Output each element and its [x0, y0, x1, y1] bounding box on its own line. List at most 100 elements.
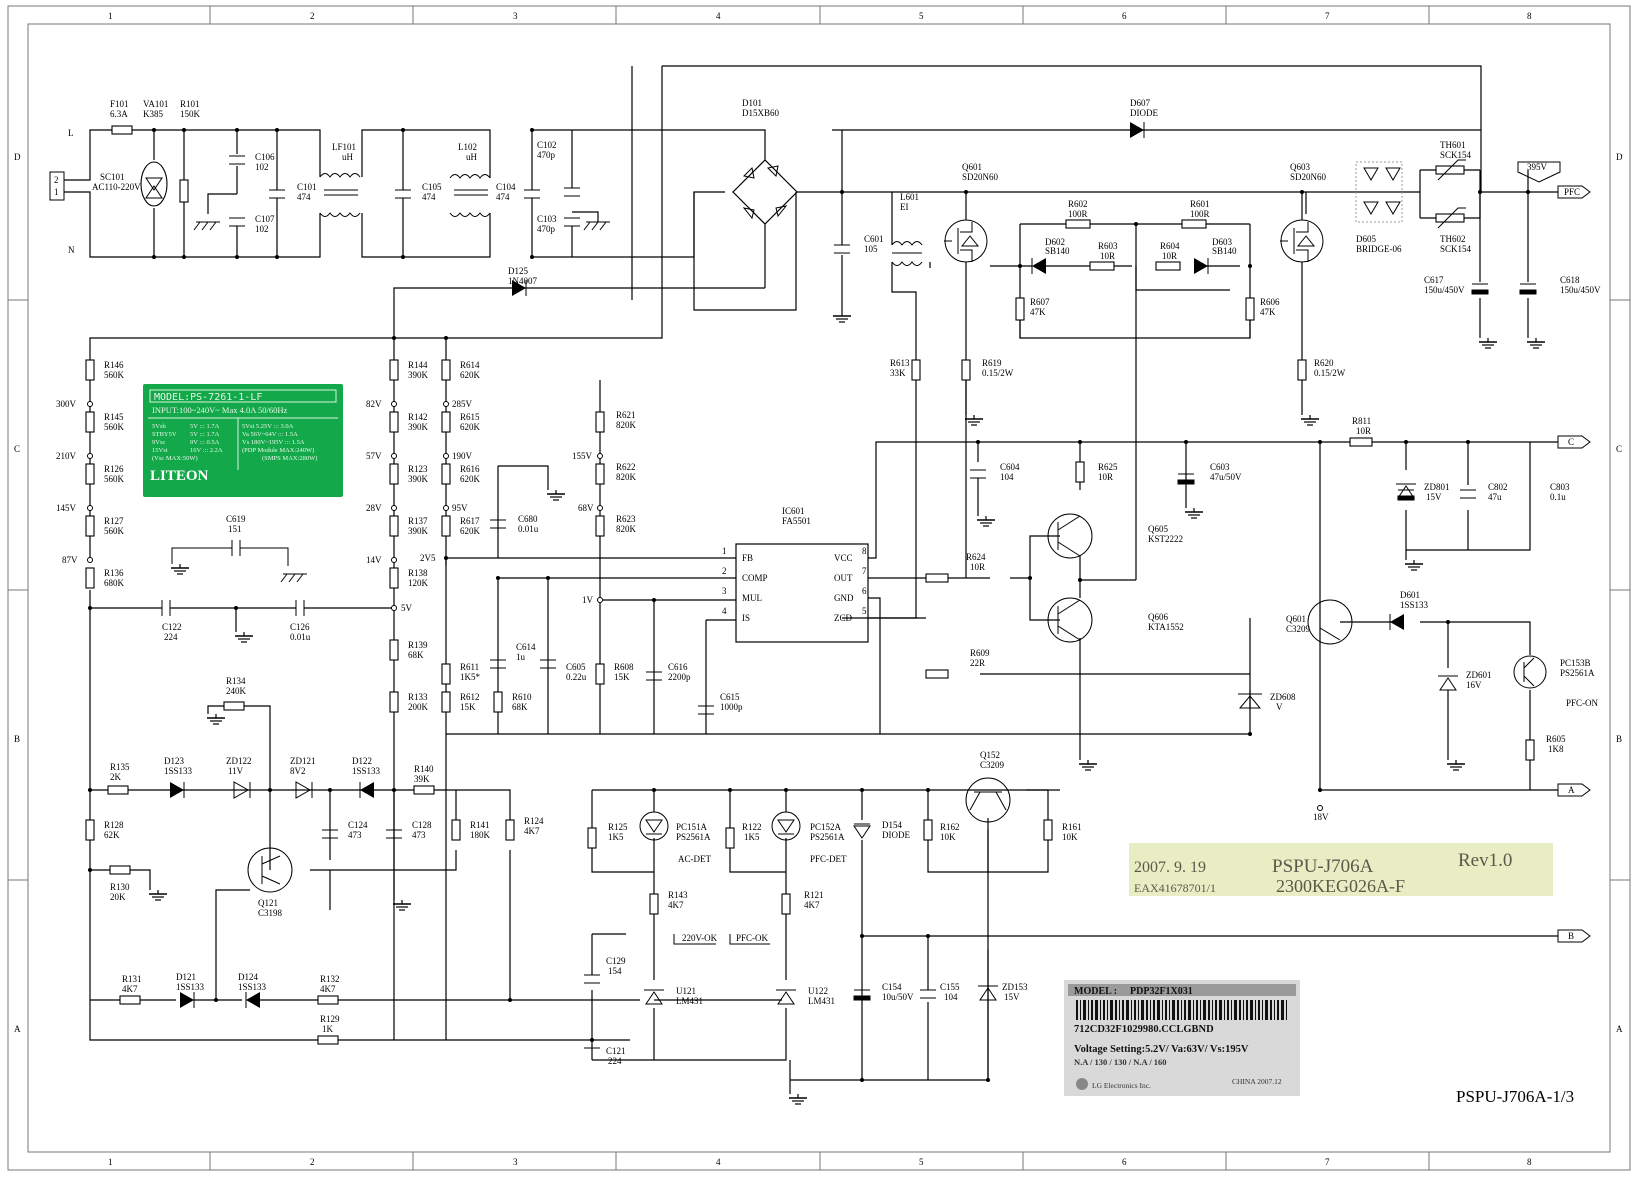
diode-d601 — [1389, 614, 1404, 630]
ref-r135: R135 — [110, 762, 130, 772]
ref-r124: R124 — [524, 816, 544, 826]
val-c803: 0.1u — [1550, 492, 1566, 502]
ref-ic601: IC601 — [782, 506, 805, 516]
resistor-r602 — [1065, 219, 1091, 229]
label-line: L — [68, 128, 74, 138]
liteon-left-row: 15Vst — [152, 447, 168, 454]
liteon-left-val: 5V ::: 1.7A — [190, 431, 220, 438]
val-d605: BRIDGE-06 — [1356, 244, 1402, 254]
val-r140: 39K — [414, 774, 430, 784]
ref-r132: R132 — [320, 974, 340, 984]
voltage-395v: 395V — [1527, 162, 1548, 172]
val-r133: 200K — [408, 702, 429, 712]
optocoupler-pc152a — [771, 811, 801, 841]
ref-r622: R622 — [616, 462, 636, 472]
resistor-r601 — [1181, 219, 1207, 229]
ref-zd601: ZD601 — [1466, 670, 1492, 680]
input-connector — [49, 171, 65, 201]
mosfet-q601 — [944, 219, 988, 263]
ref-r623: R623 — [616, 514, 636, 524]
transistor-q605 — [1047, 513, 1093, 559]
ref-zd122: ZD122 — [226, 756, 252, 766]
ref-l102: L102 — [458, 142, 477, 152]
ref-d603: D603 — [1212, 237, 1232, 247]
val-r608: 15K — [614, 672, 630, 682]
date-tag-date: 2007. 9. 19 — [1134, 859, 1206, 876]
val-r623: 820K — [616, 524, 637, 534]
ref-r144: R144 — [408, 360, 428, 370]
val-r131: 4K7 — [122, 984, 138, 994]
diode-d602 — [1031, 258, 1046, 274]
inductor-l601 — [891, 241, 923, 266]
val-c104: 474 — [496, 192, 510, 202]
ref-c601: C601 — [864, 234, 884, 244]
ref-zd153: ZD153 — [1002, 982, 1028, 992]
ref-sc101: SC101 — [100, 172, 125, 182]
val-r142: 390K — [408, 422, 429, 432]
val-r138: 120K — [408, 578, 429, 588]
val-c105: 474 — [422, 192, 436, 202]
val-r139: 68K — [408, 650, 424, 660]
ref-d123: D123 — [164, 756, 184, 766]
val-r122: 1K5 — [744, 832, 760, 842]
val-r143: 4K7 — [668, 900, 684, 910]
val-r135: 2K — [110, 772, 122, 782]
val-r144: 390K — [408, 370, 429, 380]
val-c802: 47u — [1488, 492, 1502, 502]
ref-q601-lower: Q601 — [1286, 614, 1306, 624]
col-label-top: 5 — [919, 11, 924, 21]
ref-c803: C803 — [1550, 482, 1570, 492]
val-c604: 104 — [1000, 472, 1014, 482]
liteon-brand: LITEON — [150, 468, 209, 484]
val-th601: SCK154 — [1440, 150, 1472, 160]
ref-r133: R133 — [408, 692, 428, 702]
ref-r127: R127 — [104, 516, 124, 526]
voltage-300v: 300V — [56, 399, 77, 409]
ref-c619: C619 — [226, 514, 246, 524]
val-r101: 150K — [180, 109, 201, 119]
col-label-bottom: 3 — [513, 1157, 518, 1167]
val-r607: 47K — [1030, 307, 1046, 317]
resistor-r606 — [1245, 297, 1255, 321]
date-tag-rev: Rev1.0 — [1458, 850, 1512, 871]
val-r614: 620K — [460, 370, 481, 380]
val-l601: EI — [900, 202, 909, 212]
voltage-28v: 28V — [366, 503, 382, 513]
ref-r603: R603 — [1098, 241, 1118, 251]
ref-r620: R620 — [1314, 358, 1334, 368]
ref-q606: Q606 — [1148, 612, 1168, 622]
val-c121: 224 — [608, 1056, 622, 1066]
val-r610: 68K — [512, 702, 528, 712]
val-q603: SD20N60 — [1290, 172, 1327, 182]
val-d154: DIODE — [882, 830, 910, 840]
val-r145: 560K — [104, 422, 125, 432]
ref-r145: R145 — [104, 412, 124, 422]
liteon-right-row: (SMPS MAX:280W) — [262, 455, 317, 462]
ref-lf101: LF101 — [332, 142, 356, 152]
ref-r604: R604 — [1160, 241, 1180, 251]
ref-c124: C124 — [348, 820, 368, 830]
col-label-bottom: 6 — [1122, 1157, 1127, 1167]
date-tag-eax: EAX41678701/1 — [1134, 881, 1216, 895]
signal-220v-ok: 220V-OK — [682, 933, 718, 943]
ref-c154: C154 — [882, 982, 902, 992]
voltage-285v: 285V — [452, 399, 473, 409]
date-tag-code: 2300KEG026A-F — [1276, 876, 1405, 896]
ref-q605: Q605 — [1148, 524, 1168, 534]
val-q601: SD20N60 — [962, 172, 999, 182]
val-r620: 0.15/2W — [1314, 368, 1346, 378]
val-c103: 470p — [537, 224, 556, 234]
val-r130: 20K — [110, 892, 126, 902]
ic-pin-num: 8 — [862, 546, 867, 556]
ic-pin-num: 3 — [722, 586, 727, 596]
val-r624: 10R — [970, 562, 985, 572]
ref-q603: Q603 — [1290, 162, 1310, 172]
voltage-210v: 210V — [56, 451, 77, 461]
val-d607: DIODE — [1130, 108, 1158, 118]
ref-pc153b: PC153B — [1560, 658, 1591, 668]
ref-r609: R609 — [970, 648, 990, 658]
val-d123: 1SS133 — [164, 766, 193, 776]
ref-d121: D121 — [176, 972, 196, 982]
fuse-f101 — [111, 125, 133, 135]
ref-r610: R610 — [512, 692, 532, 702]
